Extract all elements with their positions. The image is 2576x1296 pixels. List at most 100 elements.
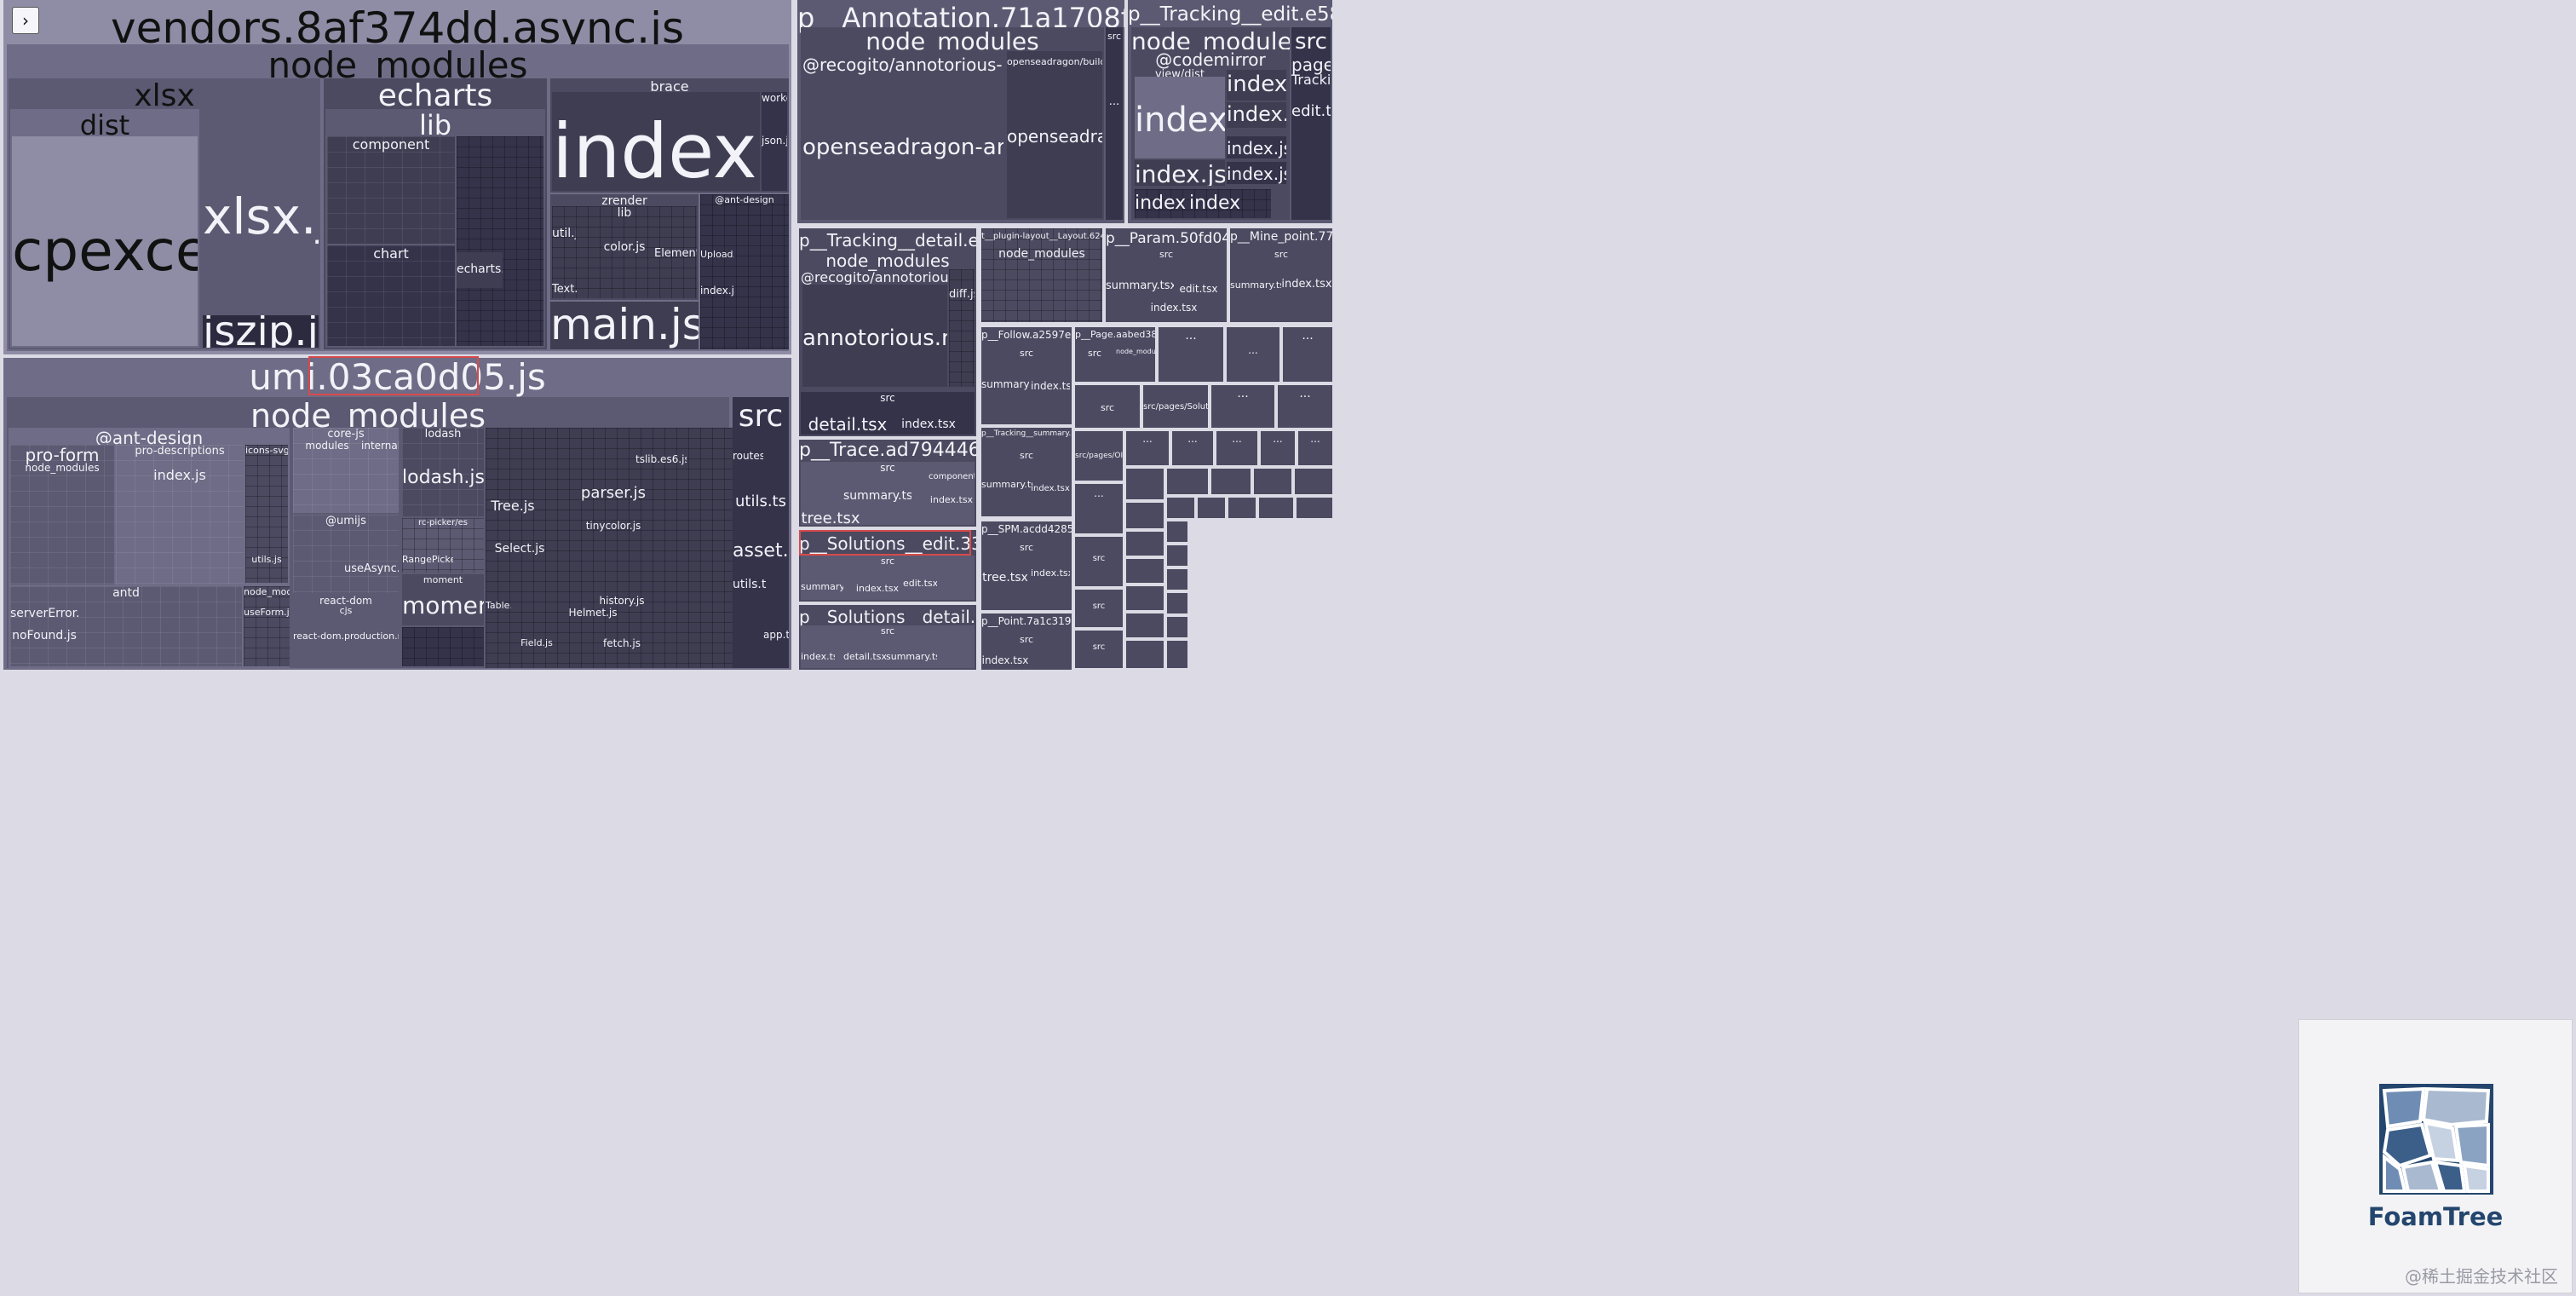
chunk-tiny-21[interactable] [1126,532,1164,556]
chunk-tiny-28[interactable] [1167,593,1187,613]
chunk-tiny-10[interactable] [1126,469,1164,499]
chunk-mine-point[interactable]: p__Mine_point.77f26d00.async.js src summ… [1230,228,1332,322]
use-form-label: useForm.js [244,607,290,618]
xlsx-js-file[interactable]: xlsx.js [203,109,319,314]
zrender-lib-folder[interactable]: lib util.js color.js Element.js Text.js [552,206,697,298]
chunk-small-g[interactable]: ... [1278,385,1332,428]
chunk-tiny-29[interactable] [1126,641,1164,668]
pro-form-folder[interactable]: pro-form node_modules [10,445,114,585]
chunk-tiny-5[interactable]: ... [1126,431,1169,465]
chunk-tiny-11[interactable] [1167,469,1208,494]
rc-tabs-folder[interactable] [402,627,484,666]
umi-src-folder[interactable]: src routes.ts utils.ts asset.ts utils.ts… [733,397,789,668]
ant-design-nm[interactable]: node_modules useForm.js [244,586,290,666]
cpexcel-file[interactable]: cpexcel.js [12,136,198,346]
pro-descriptions-folder[interactable]: pro-descriptions index.js [116,445,244,585]
echarts-js-file[interactable]: echarts.js [457,252,503,288]
chunk-tiny-13[interactable] [1254,469,1291,494]
codemirror-index-3[interactable]: index.js [1227,102,1286,128]
collapse-sidebar-button[interactable]: › [12,7,39,34]
chunk-small-e[interactable]: src/pages/Solutions [1143,385,1208,428]
codemirror-index-7[interactable]: index.js index.js [1135,189,1271,218]
chunk-plugin-layout[interactable]: t__plugin-layout__Layout.62470b1c.async.… [981,228,1102,322]
chunk-tiny-24[interactable] [1167,545,1187,566]
echarts-misc[interactable] [457,136,543,346]
codemirror-index-big[interactable]: index.js [1135,77,1225,158]
lodash-folder[interactable]: lodash lodash.js [402,428,484,516]
jszip-file[interactable]: jszip.js [203,315,319,348]
trace-src[interactable]: src summary.tsx tree.tsx components inde… [801,462,975,525]
pro-descriptions-label: pro-descriptions [135,445,225,458]
watermark: @稀土掘金技术社区 [2405,1266,2558,1287]
osd-build-label: openseadragon/build/openseadragon [1007,56,1102,67]
chunk-tiny-18[interactable] [1228,498,1256,518]
codemirror-index-2[interactable]: index.js [1227,70,1286,101]
chunk-small-b[interactable]: ... [1227,327,1279,382]
chunk-param[interactable]: p__Param.50fd04e1.async.js src summary.t… [1106,228,1227,322]
tracking-detail-src[interactable]: src detail.tsx index.tsx [801,392,975,435]
brace-worker-folder[interactable]: worker json.js [762,92,787,191]
vendors-ant-design[interactable]: @ant-design Upload.js index.js [700,194,789,349]
chunk-tiny-12[interactable] [1211,469,1251,494]
chunk-tiny-31[interactable] [1167,641,1187,668]
chunk-tracking-summary[interactable]: p__Tracking__summary.20106ace.async.js s… [981,428,1072,516]
umi-misc-packages[interactable]: Tree.js parser.js tinycolor.js Select.js… [486,428,733,668]
chunk-page[interactable]: p__Page.aabed38f.async.js src node_modul… [1075,327,1155,382]
chunk-point[interactable]: p__Point.7a1c319d.async.js src index.tsx [981,613,1072,670]
chunk-tiny-16[interactable] [1167,498,1194,518]
main-js-file[interactable]: main.js [550,302,699,349]
annotorious-osd-dist[interactable]: @recogito/annotorious-openseadragon/dist… [802,51,1003,218]
codemirror-index-6[interactable]: index.js [1227,162,1286,184]
chunk-small-f[interactable]: ... [1211,385,1274,428]
chunk-tiny-6[interactable]: ... [1172,431,1213,465]
icons-svg-folder[interactable]: icons-svg utils.js [245,445,288,583]
rc-picker-folder[interactable]: rc-picker/es RangePicker.js [402,518,484,573]
chunk-tiny-1[interactable]: ... [1075,484,1123,533]
codemirror-index-5[interactable]: index.js [1135,160,1225,186]
chunk-tiny-17[interactable] [1198,498,1225,518]
echarts-component-folder[interactable]: component [327,136,455,244]
brace-index-file[interactable]: index.js [552,92,760,191]
core-js-folder[interactable]: core-js modules internals [293,428,399,513]
chunk-tiny-7[interactable]: ... [1216,431,1257,465]
solutions-edit-src[interactable]: src summary.tsx index.tsx edit.tsx [801,556,975,600]
umijs-folder[interactable]: @umijs useAsync.js [293,515,399,593]
annotation-src[interactable]: src ... [1106,27,1123,220]
chunk-tiny-25[interactable] [1126,586,1164,610]
chunk-tiny-15[interactable] [1126,503,1164,528]
chunk-small-oid[interactable]: src/pages/OID [1075,431,1123,481]
point-index-label: index.tsx [981,654,1029,666]
chunk-tiny-8[interactable]: ... [1261,431,1295,465]
chunk-tiny-22[interactable] [1167,521,1187,542]
trace-index-label: index.tsx [929,494,974,505]
chunk-small-a[interactable]: ... [1159,327,1223,382]
chunk-tiny-30[interactable] [1167,617,1187,637]
chunk-small-d[interactable]: src [1075,385,1140,428]
chunk-tiny-27[interactable] [1126,613,1164,637]
chunk-tiny-4[interactable]: src [1075,631,1123,668]
antd-folder[interactable]: antd serverError.js noFound.js [10,586,242,666]
chunk-tiny-14[interactable] [1295,469,1332,494]
osd-js-label: openseadragon.js [1007,126,1102,147]
diff-js-file[interactable]: diff.js [949,269,975,387]
react-dom-folder[interactable]: react-dom cjs react-dom.production.min.j… [293,595,399,666]
chunk-tiny-20[interactable] [1297,498,1332,518]
chunk-follow[interactable]: p__Follow.a2597ecc.async.js src summary.… [981,327,1072,424]
codemirror-index-4[interactable]: index.js [1227,136,1286,158]
echarts-chart-folder[interactable]: chart [327,245,455,346]
tracking-edit-src[interactable]: src pages Tracking edit.tsx [1291,27,1331,220]
moment-folder[interactable]: moment moment.js [402,574,484,625]
chunk-tiny-23[interactable] [1126,559,1164,583]
chunk-spm[interactable]: p__SPM.acdd4285.async.js src tree.tsx in… [981,521,1072,610]
chunk-tiny-19[interactable] [1259,498,1293,518]
chunk-tiny-26[interactable] [1167,569,1187,590]
chunk-tiny-2[interactable]: src [1075,537,1123,586]
tracking-detail-src-label: src [880,392,895,404]
solutions-detail-src[interactable]: src index.tsx detail.tsx summary.tsx [801,625,975,668]
chunk-small-c[interactable]: ... [1283,327,1332,382]
chunk-tiny-9[interactable]: ... [1298,431,1332,465]
chunk-tiny-9-label: ... [1310,433,1320,445]
osd-build-folder[interactable]: openseadragon/build/openseadragon opense… [1007,51,1102,218]
annotorious-min-file[interactable]: annotorious.min.js [802,285,947,387]
chunk-tiny-3[interactable]: src [1075,590,1123,627]
